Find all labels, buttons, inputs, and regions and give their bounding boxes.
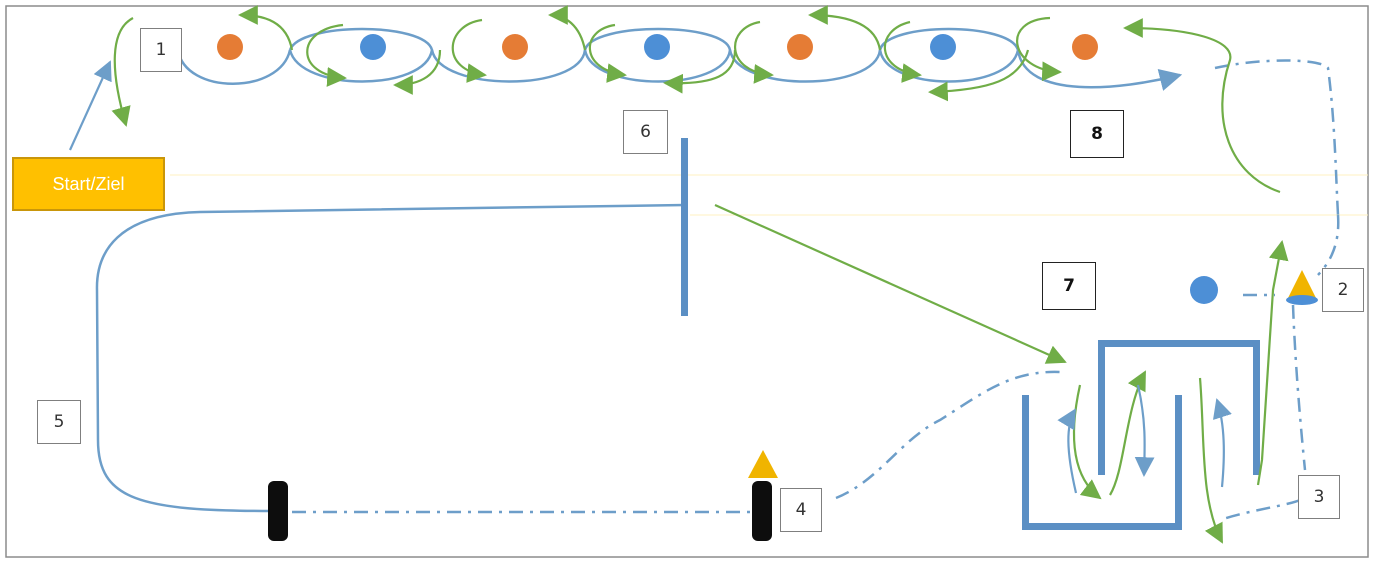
- balance-bar: [681, 138, 688, 316]
- blue-ball-icon: [644, 34, 670, 60]
- blue-ball-icon: [360, 34, 386, 60]
- station-label-2: 2: [1322, 268, 1364, 312]
- slalom-path: [176, 27, 1183, 91]
- obstacle-course: [1022, 340, 1260, 530]
- start-finish-label: Start/Ziel: [12, 157, 165, 211]
- slalom-balls: [217, 34, 1098, 60]
- blue-ball-icon: [1190, 276, 1218, 304]
- station-label-7: 7: [1042, 262, 1096, 310]
- blue-ball-icon: [930, 34, 956, 60]
- post-icon: [752, 481, 772, 541]
- station-label-4: 4: [780, 488, 822, 532]
- orange-ball-icon: [787, 34, 813, 60]
- start-arrow: [68, 60, 112, 151]
- separator-lines: [170, 174, 1368, 216]
- station-label-3: 3: [1298, 475, 1340, 519]
- station-label-8: 8: [1070, 110, 1124, 158]
- orange-ball-icon: [502, 34, 528, 60]
- station-label-1: 1: [140, 28, 182, 72]
- station-label-5: 5: [37, 400, 81, 444]
- orange-ball-icon: [1072, 34, 1098, 60]
- orange-ball-icon: [217, 34, 243, 60]
- obstacle-arrows: [1057, 370, 1232, 544]
- station-label-6: 6: [623, 110, 668, 154]
- post-icon: [268, 481, 288, 541]
- rope-path: [95, 203, 686, 513]
- diagram-frame: [5, 5, 1369, 558]
- direction-arrows: [111, 5, 1289, 486]
- dashed-path: [292, 59, 1340, 522]
- cone-icon: [1286, 270, 1318, 305]
- cone-icon: [748, 450, 778, 478]
